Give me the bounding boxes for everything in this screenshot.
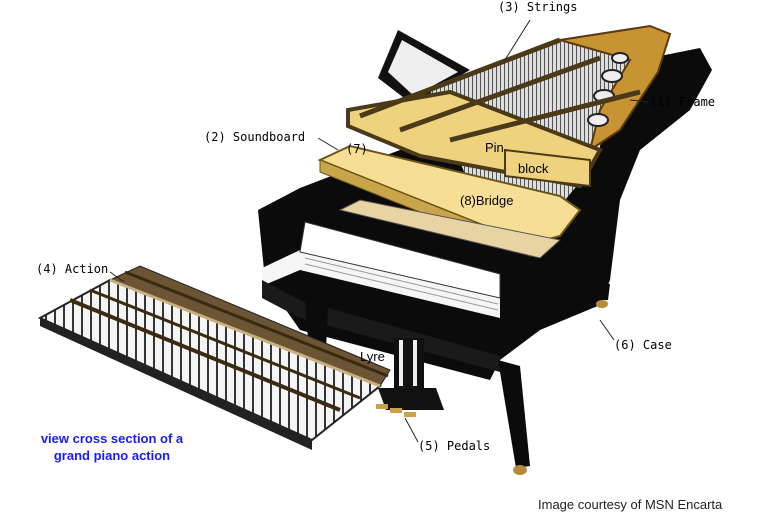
label-block: block (518, 161, 549, 176)
label-seven: (7) (346, 142, 368, 156)
piano-action (37, 265, 391, 450)
pin-block-frame (346, 37, 641, 189)
label-bridge: (8)Bridge (460, 193, 514, 208)
image-credit: Image courtesy of MSN Encarta (538, 497, 723, 512)
label-strings: (3) Strings (498, 0, 578, 14)
interior-ribs (338, 199, 562, 259)
label-action: (4) Action (36, 262, 109, 276)
piano-lid (378, 30, 470, 104)
link-line-1[interactable]: view cross section of a (40, 431, 184, 446)
label-pedals: (5) Pedals (418, 439, 491, 453)
label-case: (6) Case (614, 338, 672, 352)
lyre-and-pedals (376, 338, 444, 417)
label-pin: Pin (485, 140, 504, 155)
label-frame: (1) Frame (650, 95, 716, 109)
label-lyre: Lyre (360, 349, 385, 364)
link-line-2[interactable]: grand piano action (53, 448, 171, 463)
leader-lines (109, 19, 649, 443)
label-soundboard: (2) Soundboard (204, 130, 306, 144)
view-cross-section-link[interactable]: view cross section of a grand piano acti… (22, 430, 202, 464)
